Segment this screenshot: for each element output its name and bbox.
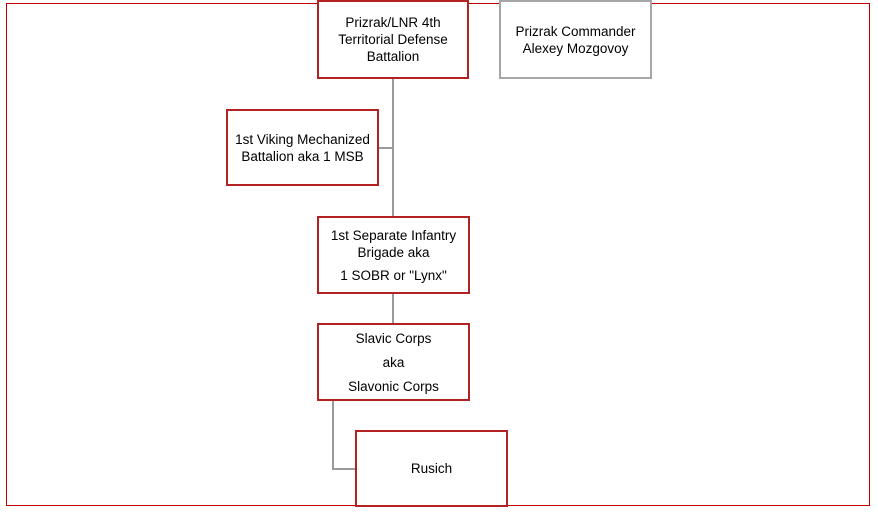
connector-slavic-down	[332, 399, 334, 470]
node-viking-battalion: 1st Viking Mechanized Battalion aka 1 MS…	[226, 109, 379, 186]
node-prizrak-commander: Prizrak Commander Alexey Mozgovoy	[499, 0, 652, 79]
connector-sobr-slavic	[392, 292, 394, 325]
node-prizrak-line-3: Battalion	[366, 49, 420, 64]
node-viking-line-2: Battalion aka 1 MSB	[241, 148, 364, 164]
node-commander-line-1: Prizrak Commander	[515, 23, 636, 39]
node-sobr-line-1: 1st Separate Infantry	[330, 227, 457, 243]
node-slavic-line-2: aka	[382, 354, 405, 370]
node-sobr-line-3: 1 SOBR or "Lynx"	[340, 267, 447, 283]
node-viking-line-1: 1st Viking Mechanized	[235, 131, 370, 147]
node-prizrak-battalion: Prizrak/LNR 4th Territorial Defense Batt…	[317, 0, 469, 79]
node-slavic-corps: Slavic Corps aka Slavonic Corps	[317, 323, 470, 401]
node-prizrak-line-2: Territorial Defense	[338, 32, 448, 47]
node-rusich-line-1: Rusich	[410, 461, 453, 476]
node-slavic-line-3: Slavonic Corps	[348, 378, 439, 394]
node-commander-line-2: Alexey Mozgovoy	[522, 40, 629, 56]
node-rusich: Rusich	[355, 430, 508, 507]
node-sobr-line-2: Brigade aka	[357, 244, 430, 260]
node-slavic-line-1: Slavic Corps	[355, 330, 432, 346]
connector-rusich	[332, 468, 357, 470]
node-prizrak-line-1: Prizrak/LNR 4th	[345, 15, 441, 30]
connector-viking	[378, 147, 394, 149]
node-sobr-brigade: 1st Separate Infantry Brigade aka 1 SOBR…	[317, 216, 470, 294]
